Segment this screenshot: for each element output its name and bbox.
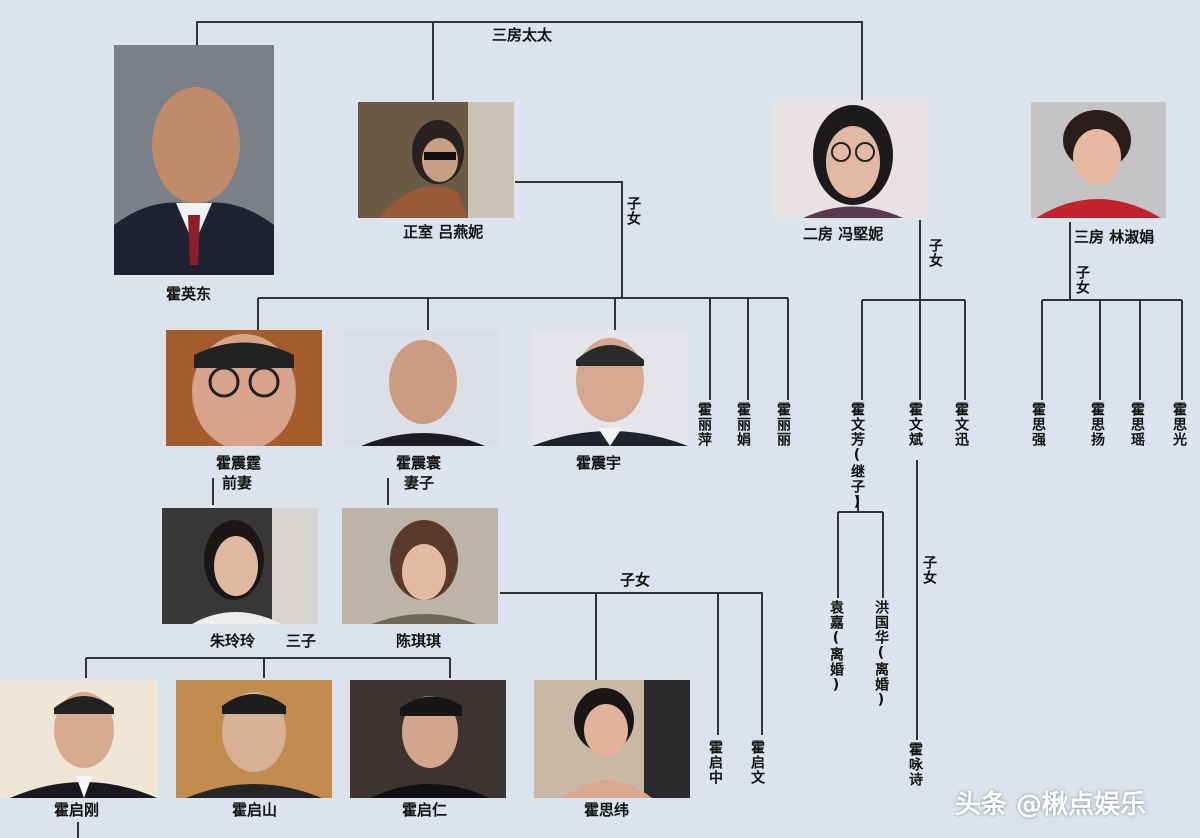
label-zhengshi: 正室 吕燕妮 [403, 223, 484, 241]
label-sanfang-lin: 三房 林淑娟 [1074, 228, 1155, 246]
photo-huo-qiren [350, 680, 506, 798]
label-huo-liping: 霍丽萍 [696, 402, 712, 447]
photo-huo-zhenhuan [343, 330, 499, 446]
photo-huo-yingdong [114, 45, 274, 275]
label-huo-wenbin: 霍文斌 [907, 402, 923, 447]
photo-sanfang-lin [1031, 102, 1166, 218]
photo-chen-qiqi [342, 508, 498, 624]
label-huo-zhenting: 霍震霆 [216, 454, 262, 472]
photo-huo-zhenyu [532, 330, 688, 446]
label-children-wenbin: 子女 [921, 555, 937, 585]
label-chen-qiqi: 陈琪琪 [396, 632, 442, 650]
label-children-sanfang: 子女 [1074, 265, 1090, 295]
label-huo-qizhong: 霍启中 [707, 740, 723, 785]
label-huo-wenxun: 霍文迅 [953, 402, 969, 447]
label-yuan-jia: 袁嘉(离婚) [828, 600, 844, 694]
label-zhu-lingling: 朱玲玲 [210, 632, 256, 650]
photo-erfang [773, 100, 929, 218]
label-huo-qigang: 霍启刚 [54, 801, 100, 819]
photo-zhu-lingling [162, 508, 318, 624]
label-huo-yongshi: 霍咏诗 [907, 742, 923, 787]
label-huo-siyao: 霍思瑶 [1129, 402, 1145, 447]
photo-huo-qigang [0, 680, 157, 798]
label-huo-zhenhuan: 霍震寰 [396, 454, 442, 472]
label-children-erfang: 子女 [927, 238, 943, 268]
label-huo-siguang: 霍思光 [1171, 402, 1187, 447]
label-huo-baoqiang: 霍思强 [1030, 402, 1046, 447]
photo-huo-qishan [176, 680, 332, 798]
photo-zhengshi [358, 102, 514, 218]
label-children-chen: 子女 [620, 571, 651, 589]
label-huo-qishan: 霍启山 [232, 801, 278, 819]
label-huo-lijuan: 霍丽娟 [735, 402, 751, 447]
label-erfang: 二房 冯堅妮 [803, 225, 884, 243]
label-qianqi: 前妻 [222, 474, 253, 492]
label-huo-siyang: 霍思扬 [1089, 402, 1105, 447]
label-huo-lili: 霍丽丽 [775, 402, 791, 447]
label-huo-qiwen: 霍启文 [749, 740, 765, 785]
watermark: 头条 @楸点娱乐 [955, 790, 1147, 820]
label-sanfang-taitai: 三房太太 [492, 26, 553, 44]
photo-huo-siwei [534, 680, 690, 798]
label-qizi: 妻子 [404, 474, 435, 492]
label-huo-siwei: 霍思纬 [584, 801, 630, 819]
label-huo-zhenyu: 霍震宇 [576, 454, 622, 472]
photo-huo-zhenting [166, 330, 322, 446]
label-hong-guohua: 洪国华(离婚) [873, 600, 889, 709]
label-sanzi: 三子 [286, 632, 317, 650]
label-huo-yingdong: 霍英东 [166, 285, 212, 303]
label-children-main: 子女 [625, 196, 641, 226]
label-huo-wenfang: 霍文芳(继子) [849, 402, 865, 511]
label-huo-qiren: 霍启仁 [402, 801, 448, 819]
